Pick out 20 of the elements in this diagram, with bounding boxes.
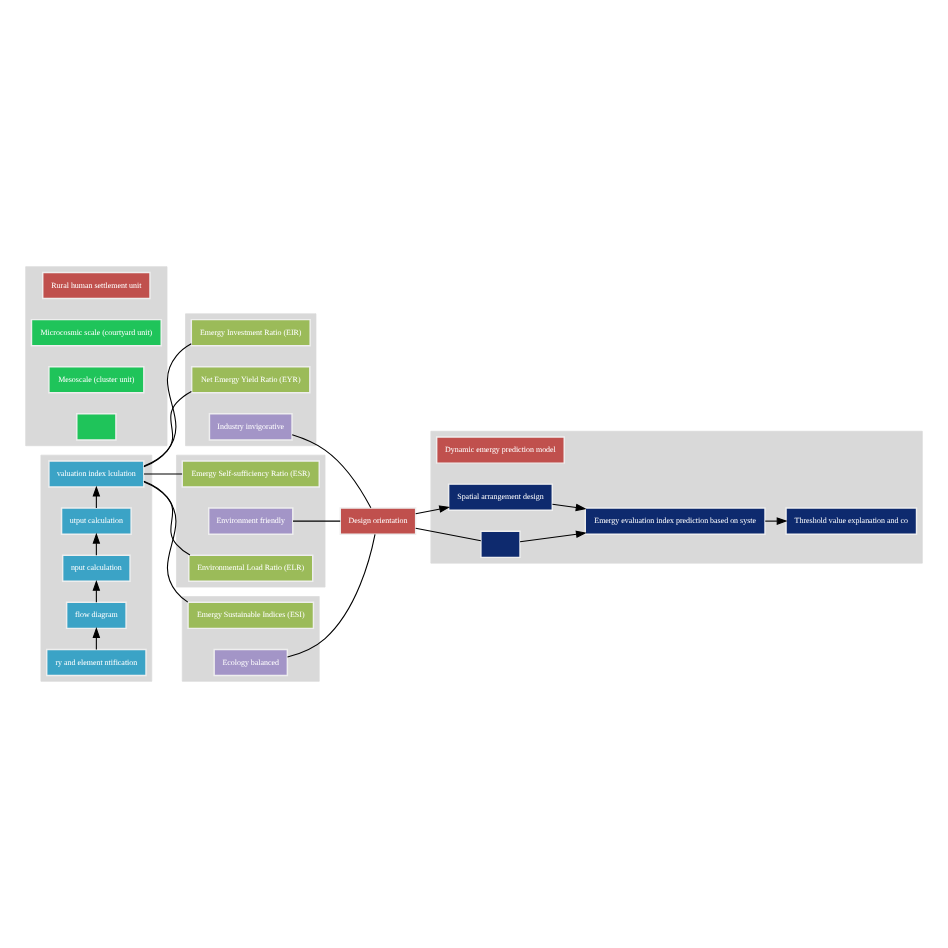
cluster xyxy=(40,454,153,682)
arrow xyxy=(519,530,587,543)
connector xyxy=(291,434,372,509)
arrow xyxy=(415,505,451,515)
cluster xyxy=(176,454,326,588)
connector xyxy=(292,520,341,522)
connector xyxy=(143,343,192,468)
node-box xyxy=(480,530,521,559)
connector xyxy=(415,527,482,542)
node-box xyxy=(76,413,117,441)
arrow xyxy=(551,503,587,512)
cluster xyxy=(430,430,923,564)
cluster xyxy=(185,313,317,447)
connector xyxy=(143,391,192,467)
connector xyxy=(286,533,376,658)
arrow xyxy=(764,517,788,525)
connector xyxy=(143,481,191,556)
cluster xyxy=(181,596,320,682)
cluster xyxy=(25,266,168,447)
connector xyxy=(143,480,189,603)
